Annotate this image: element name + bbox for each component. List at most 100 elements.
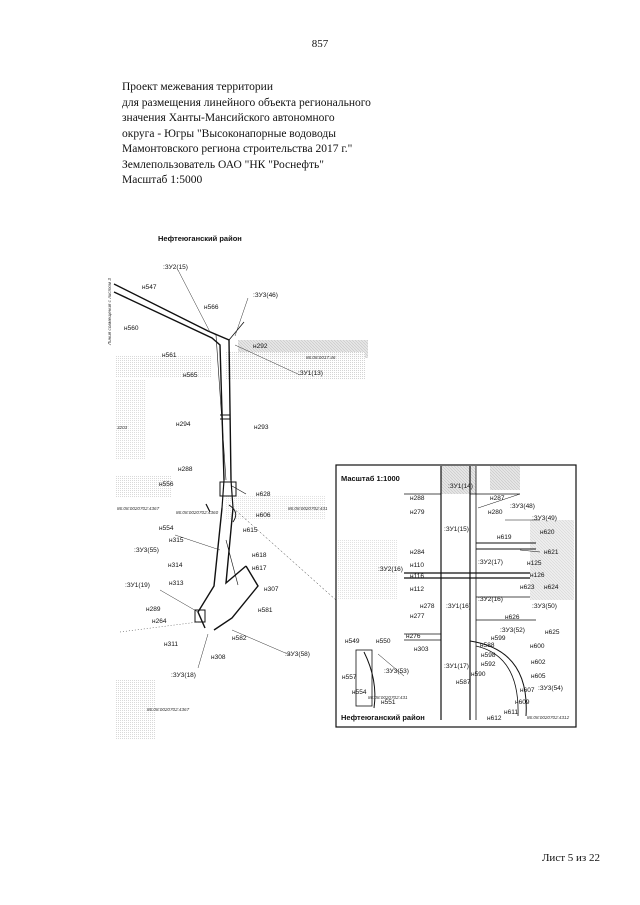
- point-label: н566: [204, 304, 219, 311]
- point-label: н602: [531, 659, 546, 666]
- point-label: н582: [232, 635, 247, 642]
- cadastral-numbers: 86:08:0020702:4367 86:08:0020702:4360 86…: [117, 355, 336, 712]
- point-label: н314: [168, 562, 183, 569]
- point-label: н607: [520, 687, 535, 694]
- point-label: н606: [256, 512, 271, 519]
- district-title: Нефтеюганский район: [158, 234, 242, 243]
- point-label: н549: [345, 638, 360, 645]
- parcel-label: :ЗУ1(19): [125, 582, 150, 589]
- point-label: н277: [410, 613, 425, 620]
- detail-inset: Масштаб 1:1000 Нефтеюганский район :ЗУ1(…: [335, 464, 577, 728]
- point-label: н278: [420, 603, 435, 610]
- point-label: н276: [406, 633, 421, 640]
- map-background: [116, 340, 368, 740]
- point-label: н600: [530, 643, 545, 650]
- point-label: н126: [530, 572, 545, 579]
- point-label: н599: [491, 635, 506, 642]
- point-label: н288: [178, 466, 193, 473]
- point-label: н619: [497, 534, 512, 541]
- point-label: н621: [544, 549, 559, 556]
- parcel-label: :ЗУ3(18): [171, 672, 196, 679]
- point-label: н556: [159, 481, 174, 488]
- cadastral-number: 86:08:0020702:431: [288, 506, 328, 511]
- header-line: Проект межевания территории: [122, 81, 273, 93]
- parcel-label: :ЗУ3(48): [510, 503, 535, 510]
- point-label: н311: [164, 641, 178, 648]
- point-label: н612: [487, 715, 502, 722]
- point-label: н626: [505, 614, 520, 621]
- point-label: н623: [520, 584, 535, 591]
- parcel-label: :ЗУ3(58): [285, 651, 310, 658]
- cadastral-number: 86:08:0017:46: [306, 355, 336, 360]
- cadastral-number: 86:08:0020702:4312: [527, 715, 570, 720]
- main-map-labels: :ЗУ2(15) :ЗУ3(46) :ЗУ1(13) н547 н566 н56…: [124, 264, 323, 679]
- point-label: н116: [410, 573, 424, 580]
- point-label: н294: [176, 421, 191, 428]
- header-line: Мамонтовского региона строительства 2017…: [122, 143, 353, 155]
- parcel-label: :ЗУ1(13): [298, 370, 323, 377]
- point-label: н293: [254, 424, 269, 431]
- sheet-number: Лист 5 из 22: [541, 852, 600, 864]
- page-number: 857: [311, 38, 329, 50]
- parcel-label: :ЗУ3(53): [384, 668, 409, 675]
- cadastral-number: 3203: [117, 425, 128, 430]
- point-label: н292: [253, 343, 268, 350]
- point-label: н624: [544, 584, 559, 591]
- point-label: н565: [183, 372, 198, 379]
- point-label: н264: [152, 618, 167, 625]
- parcel-label: :ЗУ3(52): [500, 627, 525, 634]
- point-label: н560: [124, 325, 139, 332]
- point-label: н308: [211, 654, 226, 661]
- point-label: н554: [352, 689, 367, 696]
- point-label: н605: [531, 673, 546, 680]
- parcel-label: :ЗУ2(15): [163, 264, 188, 271]
- point-label: н615: [243, 527, 258, 534]
- point-label: н110: [410, 562, 424, 569]
- point-label: н557: [342, 674, 357, 681]
- parcel-label: :ЗУ3(49): [532, 515, 557, 522]
- parcel-label: :ЗУ1(15): [444, 526, 469, 533]
- point-label: н307: [264, 586, 279, 593]
- parcel-label: :ЗУ1(14): [448, 483, 473, 490]
- point-label: н618: [252, 552, 267, 559]
- parcel-label: :ЗУ2(16): [378, 566, 403, 573]
- header-scale: Масштаб 1:5000: [122, 174, 203, 186]
- point-label: н617: [252, 565, 267, 572]
- point-label: н287: [490, 495, 505, 502]
- inset-district: Нефтеюганский район: [341, 713, 425, 722]
- parcel-label: :ЗУ2(17): [478, 559, 503, 566]
- cadastral-number: 86:08:0020702:4360: [176, 510, 219, 515]
- point-label: н628: [256, 491, 271, 498]
- point-label: н303: [414, 646, 429, 653]
- point-label: н620: [540, 529, 555, 536]
- point-label: н598: [481, 652, 496, 659]
- sheet-join-note: Линия совмещения с листом 3: [107, 278, 112, 346]
- point-label: н581: [258, 607, 273, 614]
- document-header: Проект межевания территории для размещен…: [122, 80, 371, 189]
- cadastral-number: 86:08:0020702:431: [368, 695, 408, 700]
- point-label: н284: [410, 549, 425, 556]
- point-label: н547: [142, 284, 157, 291]
- point-label: н551: [381, 699, 396, 706]
- point-label: н561: [162, 352, 177, 359]
- point-label: н125: [527, 560, 542, 567]
- parcel-label: :ЗУ1(17): [444, 663, 469, 670]
- point-label: н112: [410, 586, 424, 593]
- parcel-label: :ЗУ3(50): [532, 603, 557, 610]
- cadastral-number: 86:08:0020702:4367: [147, 707, 190, 712]
- point-label: н611: [504, 709, 518, 716]
- point-label: н590: [471, 671, 486, 678]
- point-label: н280: [488, 509, 503, 516]
- point-label: н289: [146, 606, 161, 613]
- point-label: н587: [456, 679, 471, 686]
- cadastral-number: 86:08:0020702:4367: [117, 506, 160, 511]
- parcel-label: :ЗУ1(16): [446, 603, 471, 610]
- leader-lines: [119, 269, 337, 669]
- header-line: округа - Югры "Высоконапорные водоводы: [122, 127, 337, 140]
- point-label: н625: [545, 629, 560, 636]
- header-line: для размещения линейного объекта региона…: [122, 96, 371, 109]
- header-line: Землепользователь ОАО "НК "Роснефть": [122, 158, 324, 171]
- parcel-label: :ЗУ3(54): [538, 685, 563, 692]
- parcel-label: :ЗУ2(16): [478, 596, 503, 603]
